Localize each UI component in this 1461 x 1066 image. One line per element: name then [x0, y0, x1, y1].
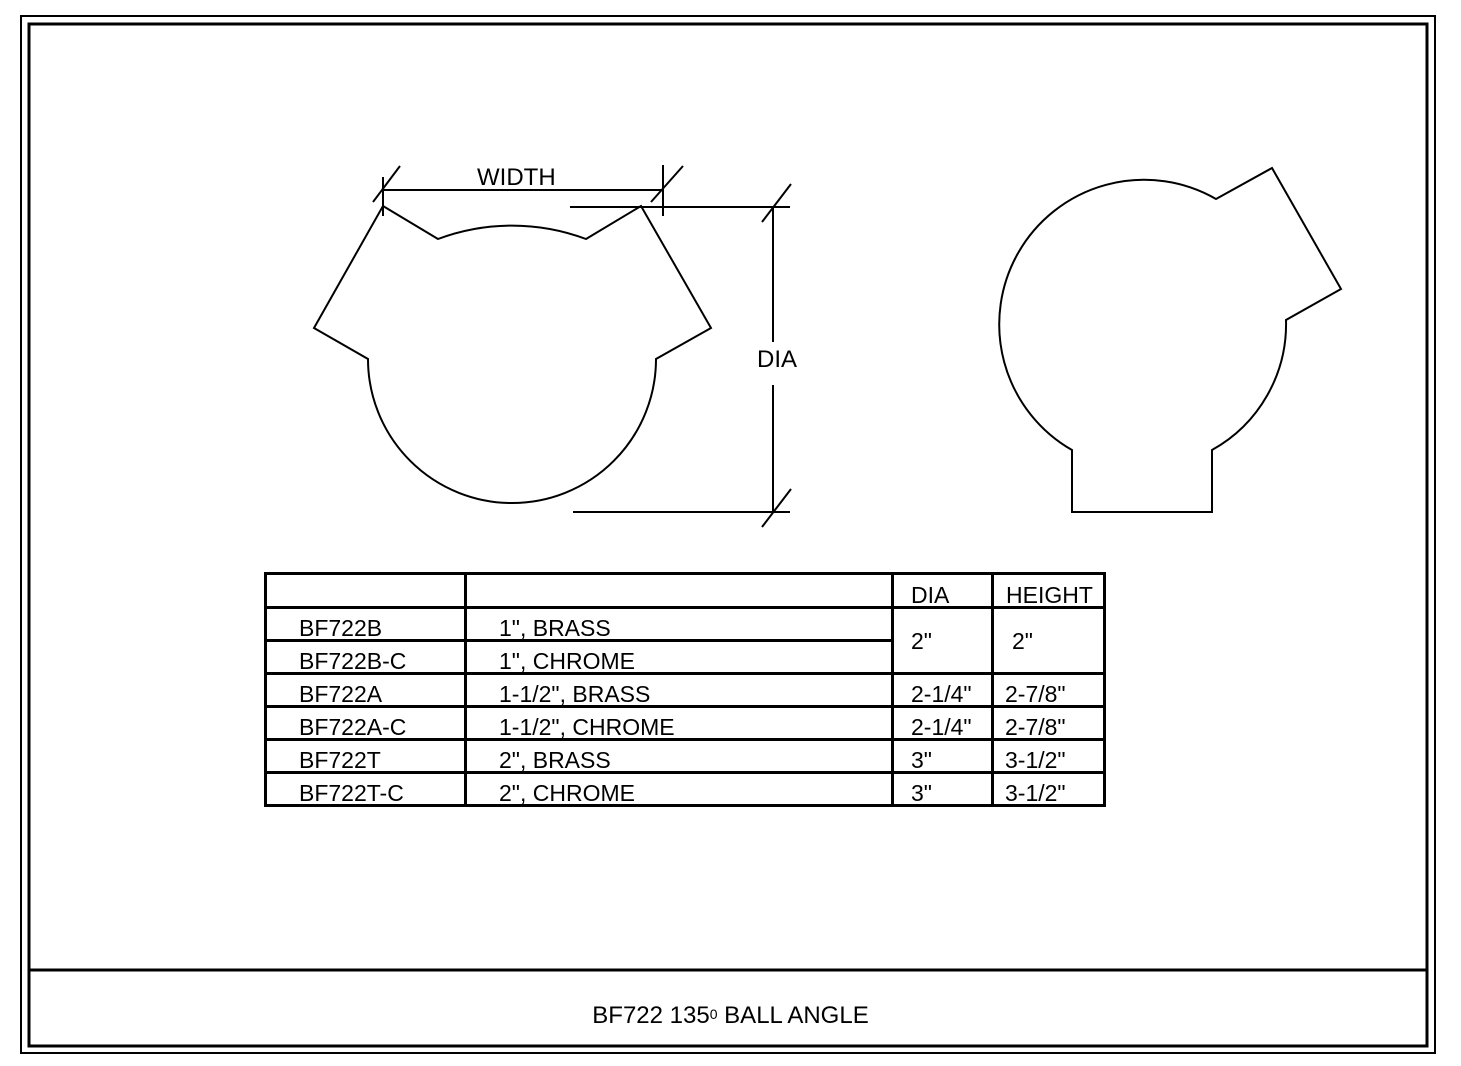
row-dia: 2" [891, 606, 994, 675]
table-row: BF722T 2", BRASS 3" 3-1/2" [264, 738, 1106, 774]
front-view-outline [312, 204, 713, 504]
width-dimension [372, 165, 684, 216]
width-label: WIDTH [477, 164, 556, 191]
table-row: BF722B 1", BRASS 2" 2" [264, 606, 1106, 675]
table-row: BF722T-C 2", CHROME 3" 3-1/2" [264, 771, 1106, 807]
row-code: BF722B [264, 606, 467, 642]
header-dia: DIA [891, 572, 994, 609]
row-description: 1-1/2", CHROME [464, 705, 894, 741]
dia-dimension [570, 183, 792, 528]
table-row: BF722A 1-1/2", BRASS 2-1/4" 2-7/8" [264, 672, 1106, 708]
drawing-title: BF722 1350 BALL ANGLE [0, 1003, 1461, 1029]
row-code: BF722T-C [264, 771, 467, 807]
title-part: BF722 135 [592, 1002, 710, 1029]
row-description: 2", CHROME [464, 771, 894, 807]
row-height: 3-1/2" [991, 738, 1106, 774]
header-code [264, 572, 467, 609]
row-dia: 3" [891, 771, 994, 807]
row-code: BF722B-C [264, 639, 467, 675]
row-code: BF722A-C [264, 705, 467, 741]
inner-border [27, 22, 1429, 1048]
row-height: 3-1/2" [991, 771, 1106, 807]
title-name: BALL ANGLE [724, 1002, 869, 1029]
outer-border [20, 15, 1436, 1054]
row-description: 2", BRASS [464, 738, 894, 774]
row-height: 2" [991, 606, 1106, 675]
table-row: BF722A-C 1-1/2", CHROME 2-1/4" 2-7/8" [264, 705, 1106, 741]
row-dia: 3" [891, 738, 994, 774]
row-description: 1-1/2", BRASS [464, 672, 894, 708]
row-dia: 2-1/4" [891, 705, 994, 741]
header-height: HEIGHT [991, 572, 1106, 609]
row-height: 2-7/8" [991, 672, 1106, 708]
row-code: BF722T [264, 738, 467, 774]
table-header-row: DIA HEIGHT [264, 572, 1106, 609]
side-view-outline [998, 166, 1343, 513]
row-height: 2-7/8" [991, 705, 1106, 741]
dia-label: DIA [757, 346, 798, 373]
row-dia: 2-1/4" [891, 672, 994, 708]
title-degree-mark: 0 [709, 1006, 718, 1022]
row-code: BF722A [264, 672, 467, 708]
table-row: BF722B-C 1", CHROME [264, 639, 1105, 675]
header-description [464, 572, 894, 609]
row-description: 1", BRASS [464, 606, 894, 642]
row-description: 1", CHROME [464, 639, 894, 675]
dimension-table: DIA HEIGHT BF722B 1", BRASS 2" 2" BF722B… [264, 572, 1106, 807]
